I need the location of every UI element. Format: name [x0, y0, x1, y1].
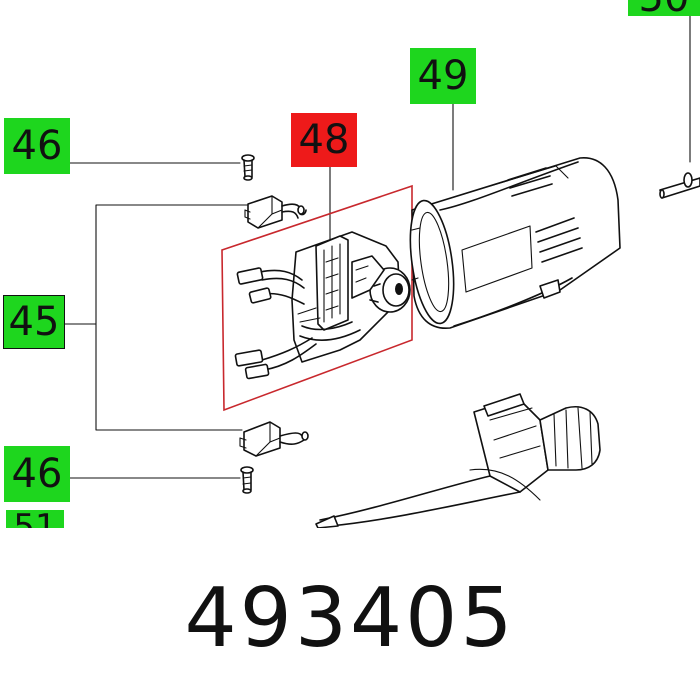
switch-part-45-top: [244, 195, 307, 229]
callout-48[interactable]: 48: [291, 113, 357, 167]
pin-part-50: [659, 172, 700, 199]
motor-housing-part-49: [409, 157, 621, 329]
switch-assembly-part-48: [234, 231, 411, 380]
screw-part-46-bottom: [240, 466, 254, 494]
callout-45[interactable]: 45: [3, 295, 65, 349]
part-number: 493405: [184, 571, 516, 666]
part-48-highlight-frame: [221, 184, 413, 412]
switch-part-45-bottom: [239, 421, 309, 457]
callout-50[interactable]: 50: [628, 0, 700, 16]
rear-housing-part-51: [315, 393, 601, 529]
leader-lines: [63, 13, 691, 479]
callout-46-bottom[interactable]: 46: [4, 446, 70, 502]
bottom-mask: [0, 528, 700, 700]
callout-46-top[interactable]: 46: [4, 118, 70, 174]
callout-51[interactable]: 51: [6, 510, 64, 528]
callout-49[interactable]: 49: [410, 48, 476, 104]
screw-part-46-top: [241, 154, 255, 181]
leader-45-bracket: [95, 204, 248, 431]
